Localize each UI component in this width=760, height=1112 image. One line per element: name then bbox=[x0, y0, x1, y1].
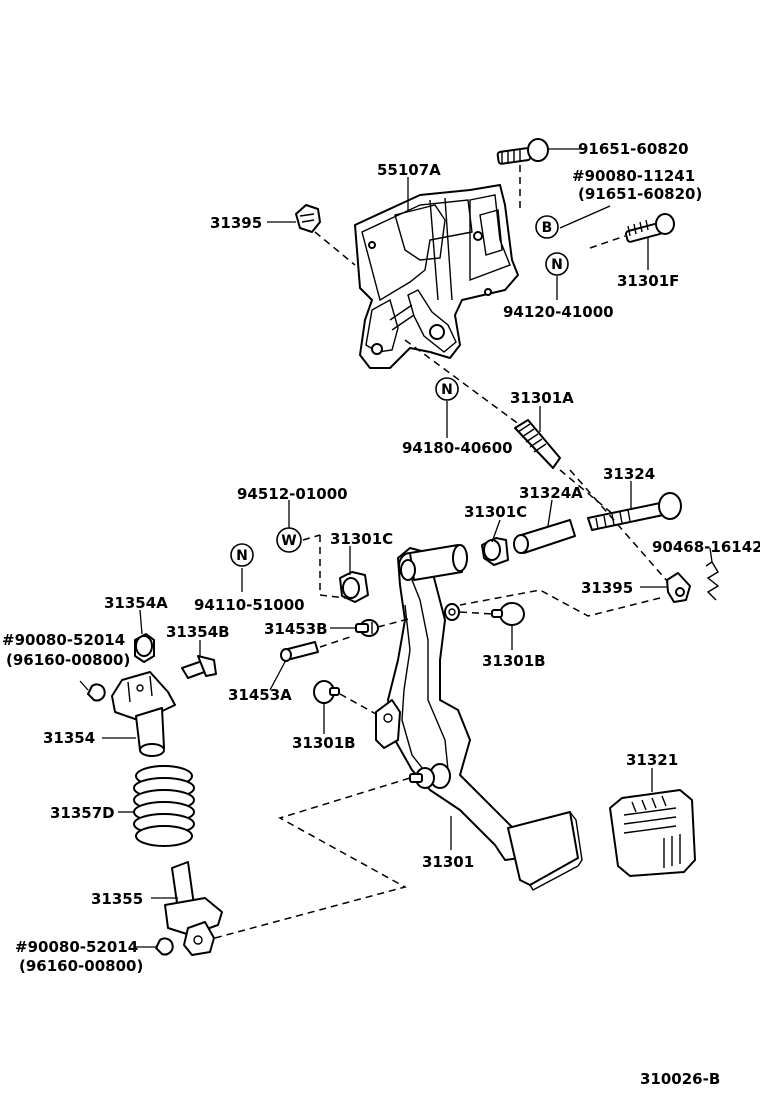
svg-text:N: N bbox=[551, 257, 563, 273]
label-90468-16142: 90468-16142 bbox=[652, 538, 760, 556]
diagram-code-label: 310026-B bbox=[640, 1070, 720, 1088]
clip-31395-top-part bbox=[295, 204, 321, 233]
label-31453A: 31453A bbox=[228, 686, 292, 704]
label-31301F: 31301F bbox=[617, 272, 679, 290]
label-31395-top: 31395 bbox=[210, 214, 262, 232]
label-31301C-left: 31301C bbox=[330, 530, 393, 548]
pin-31453B-part bbox=[355, 619, 379, 637]
svg-text:N: N bbox=[441, 382, 453, 398]
label-31301B-right: 31301B bbox=[482, 652, 546, 670]
label-31354A: 31354A bbox=[104, 594, 168, 612]
svg-text:W: W bbox=[281, 533, 296, 549]
bushing-31354A-part bbox=[134, 633, 155, 663]
badge-w-symbol: W bbox=[276, 527, 302, 553]
badge-n-mid-symbol: N bbox=[435, 377, 459, 401]
bolt-top-part bbox=[496, 138, 549, 165]
bolt-31324-part bbox=[587, 492, 682, 531]
clevis-31354-part bbox=[111, 671, 176, 757]
label-96160-00800-bottom: (96160-00800) bbox=[19, 957, 143, 975]
label-90080-52014-bottom: #90080-52014 bbox=[15, 938, 138, 956]
collar-31324A-part bbox=[513, 519, 576, 554]
label-31324: 31324 bbox=[603, 465, 655, 483]
rod-31355-part bbox=[164, 861, 223, 956]
pedal-pad-31321-part bbox=[609, 789, 696, 877]
label-90080-52014-top: #90080-52014 bbox=[2, 631, 125, 649]
label-94512-01000: 94512-01000 bbox=[237, 485, 348, 503]
bushing-31301C-left-part bbox=[339, 571, 369, 603]
bushing-31301C-right-part bbox=[481, 537, 509, 566]
label-31301A: 31301A bbox=[510, 389, 574, 407]
label-31395-right: 31395 bbox=[581, 579, 633, 597]
badge-n-left-symbol: N bbox=[230, 543, 254, 567]
label-55107A: 55107A bbox=[377, 161, 441, 179]
label-31301B-left: 31301B bbox=[292, 734, 356, 752]
label-94180-40600: 94180-40600 bbox=[402, 439, 513, 457]
pin-31354B-part bbox=[181, 655, 217, 679]
svg-text:B: B bbox=[542, 220, 553, 236]
label-96160-00800-top: (96160-00800) bbox=[6, 651, 130, 669]
brake-pedal-arm-part bbox=[375, 544, 583, 891]
label-90080-11241: #90080-11241 bbox=[572, 167, 695, 185]
label-31301C-right: 31301C bbox=[464, 503, 527, 521]
spring-31301A-part bbox=[514, 419, 561, 469]
pin-31301B-right-part bbox=[491, 602, 525, 626]
badge-b-symbol: B bbox=[535, 215, 559, 239]
bolt-31301F-part bbox=[624, 213, 675, 243]
label-31321: 31321 bbox=[626, 751, 678, 769]
badge-n-top-symbol: N bbox=[545, 252, 569, 276]
label-31355: 31355 bbox=[91, 890, 143, 908]
pin-31453A-part bbox=[280, 641, 319, 662]
label-31357D: 31357D bbox=[50, 804, 115, 822]
label-31453B: 31453B bbox=[264, 620, 328, 638]
e-ring-bottom-part bbox=[155, 937, 174, 956]
svg-text:N: N bbox=[236, 548, 248, 564]
e-ring-top-part bbox=[87, 683, 106, 702]
label-31324A: 31324A bbox=[519, 484, 583, 502]
spring-clip-90468-part bbox=[705, 561, 720, 601]
pin-31301B-left-part bbox=[313, 680, 340, 704]
label-94120-41000: 94120-41000 bbox=[503, 303, 614, 321]
label-91651-60820: 91651-60820 bbox=[578, 140, 689, 158]
pedal-bracket-part bbox=[354, 184, 519, 369]
label-31354B: 31354B bbox=[166, 623, 230, 641]
boot-31357D-part bbox=[133, 765, 195, 847]
clip-31395-right-part bbox=[666, 572, 691, 603]
label-31301: 31301 bbox=[422, 853, 474, 871]
label-94110-51000: 94110-51000 bbox=[194, 596, 305, 614]
label-91651-60820-alt: (91651-60820) bbox=[578, 185, 702, 203]
label-31354: 31354 bbox=[43, 729, 95, 747]
